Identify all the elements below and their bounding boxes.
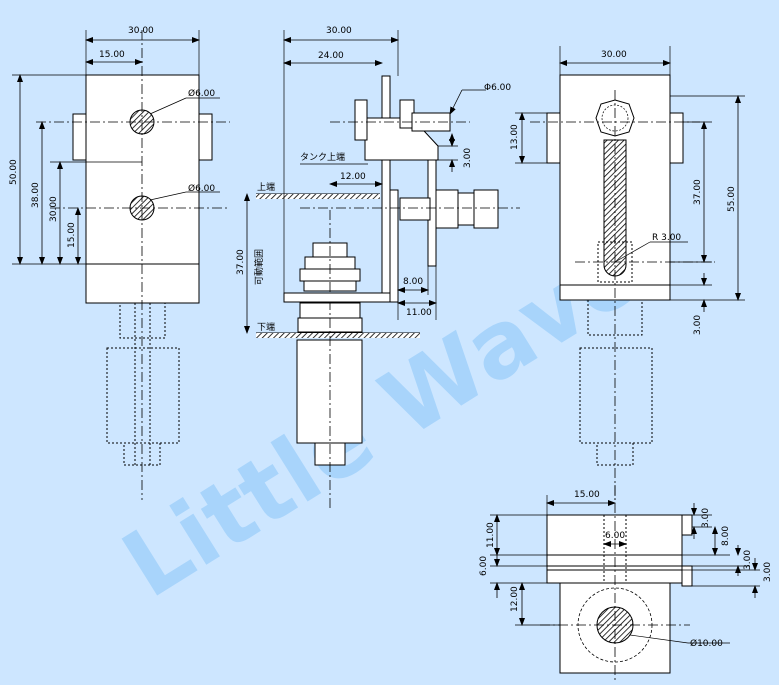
bottom-view: 15.00 11.00 6.00 12.00 6.00 3.00 8.00 3.… — [479, 485, 773, 683]
travel-label: 可動範囲 — [253, 249, 265, 285]
front-width-half: 15.00 — [99, 50, 125, 60]
front-body — [85, 74, 200, 304]
bottom-dim-8: 8.00 — [721, 526, 731, 546]
front-left-tab — [72, 113, 88, 161]
bottom-dim-3c: 3.00 — [763, 562, 773, 582]
bottom-hole-dia: Ø10.00 — [690, 638, 723, 649]
bottom-dim-3b: 3.00 — [743, 550, 753, 570]
front-height-15: 15.00 — [67, 222, 77, 248]
right-dim-3: 3.00 — [693, 315, 703, 335]
front-view: 30.00 15.00 50.00 38.00 30.00 15.00 Ø6.0… — [9, 26, 230, 500]
bottom-dim-3a: 3.00 — [701, 508, 711, 528]
side-width-24: 24.00 — [318, 51, 344, 61]
tank-top-label: タンク上端 — [300, 151, 345, 163]
front-height-30: 30.00 — [49, 196, 59, 222]
front-height-total: 50.00 — [9, 159, 19, 185]
bottom-width-15: 15.00 — [574, 490, 600, 500]
bottom-dim-11: 11.00 — [486, 522, 496, 548]
side-offset-3: 3.00 — [463, 148, 473, 168]
right-radius: R 3.00 — [652, 233, 681, 243]
bottom-dim-12: 12.00 — [510, 586, 520, 612]
front-width-total: 30.00 — [128, 26, 154, 36]
bottom-slot-6: 6.00 — [605, 531, 625, 541]
right-dim-13: 13.00 — [510, 124, 520, 150]
side-width-total: 30.00 — [326, 26, 352, 36]
side-dim-12: 12.00 — [340, 172, 366, 182]
lower-end-label: 下端 — [257, 321, 275, 333]
front-lower-hole-label: Ø6.00 — [188, 183, 215, 194]
front-height-38: 38.00 — [31, 182, 41, 208]
side-dim-11: 11.00 — [406, 308, 432, 318]
upper-end-label: 上端 — [257, 181, 275, 193]
bottom-dim-6: 6.00 — [479, 556, 489, 576]
right-dim-37: 37.00 — [693, 179, 703, 205]
side-bolt-dia: Φ6.00 — [484, 83, 511, 93]
right-width-total: 30.00 — [601, 50, 627, 60]
side-dim-8: 8.00 — [403, 277, 423, 287]
front-upper-hole-label: Ø6.00 — [188, 88, 215, 99]
right-dim-55: 55.00 — [727, 186, 737, 212]
right-view: 30.00 13.00 37.00 55.00 3.00 R 3.00 — [510, 46, 745, 500]
side-view: 上端 下端 30.00 — [236, 26, 520, 510]
travel-value: 37.00 — [236, 249, 246, 275]
bottom-plate — [546, 514, 683, 584]
front-right-tab — [197, 113, 213, 161]
